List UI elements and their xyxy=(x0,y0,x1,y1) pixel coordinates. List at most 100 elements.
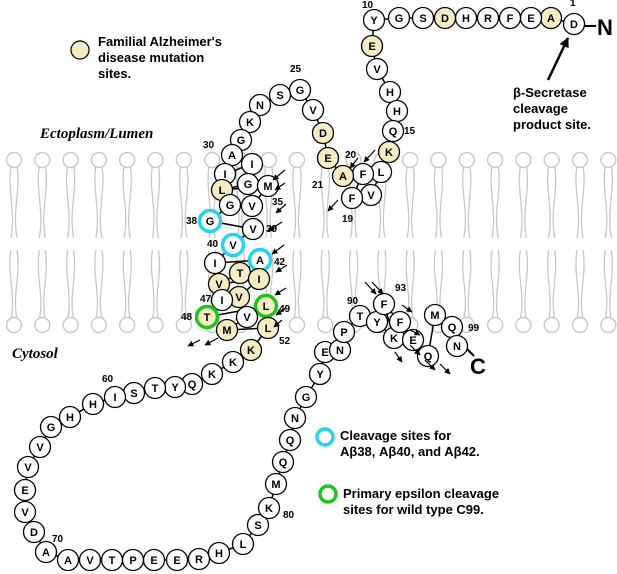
residue-circle xyxy=(271,450,295,474)
cleavage-arrow xyxy=(273,319,283,328)
residue-circle xyxy=(360,34,384,58)
residue-circle xyxy=(78,548,102,572)
residue-89: P xyxy=(332,320,356,344)
lipid-molecule xyxy=(147,151,164,334)
cleavage-arrow xyxy=(267,221,283,232)
residue-41: I xyxy=(203,251,227,275)
residue-69: A xyxy=(34,540,58,564)
lipid-molecule xyxy=(288,151,306,334)
residue-number-40: 40 xyxy=(207,239,219,250)
residue-78: L xyxy=(231,532,255,556)
residue-37: G xyxy=(218,193,242,217)
residue-circle xyxy=(246,513,270,537)
residue-circle xyxy=(256,316,280,340)
residue-letter: T xyxy=(204,312,211,324)
residue-letter: N xyxy=(453,341,461,353)
residue-letter: Q xyxy=(188,379,197,391)
lipid-molecule xyxy=(543,151,560,334)
residue-letter: V xyxy=(235,292,243,304)
residue-circle xyxy=(372,292,396,316)
residue-letter: I xyxy=(250,159,253,171)
residue-circle xyxy=(498,6,522,30)
cleavage-arrow xyxy=(409,344,421,356)
legend-fad-line2: disease mutation xyxy=(98,50,204,65)
residue-letter: V xyxy=(248,201,256,213)
residue-letter: P xyxy=(340,327,347,339)
residue-57: Y xyxy=(163,375,187,399)
residue-letter: E xyxy=(21,485,28,497)
residue-circle xyxy=(235,305,259,329)
residue-letter: I xyxy=(220,295,223,307)
residue-circle xyxy=(165,548,189,572)
residue-27: N xyxy=(248,93,272,117)
residue-letter: T xyxy=(237,268,244,280)
lipid-molecule xyxy=(515,151,532,334)
residue-93: F xyxy=(372,292,396,316)
residue-letter: M xyxy=(222,325,231,337)
residue-79: S xyxy=(246,513,270,537)
residue-51: M xyxy=(215,318,239,342)
residue-72: T xyxy=(100,548,124,572)
residue-33: G xyxy=(236,172,260,196)
residue-98: Q xyxy=(440,315,464,339)
lipid-molecule xyxy=(175,151,193,334)
residue-letter: L xyxy=(378,167,385,179)
residue-20: F xyxy=(351,162,375,186)
cleavage-arrow xyxy=(272,169,286,181)
residue-66: E xyxy=(13,478,37,502)
legend-beta-line2: cleavage xyxy=(513,101,568,116)
residue-circle xyxy=(377,140,401,164)
residue-number-93: 93 xyxy=(395,283,407,294)
lipid-molecule xyxy=(118,151,136,334)
legend-cyan: Cleavage sites for Aβ38, Aβ40, and Aβ42. xyxy=(315,427,480,459)
residue-circle xyxy=(210,288,234,312)
residue-47: I xyxy=(210,288,234,312)
residue-circle xyxy=(239,338,263,362)
residue-circle xyxy=(248,93,272,117)
residue-4: F xyxy=(498,6,522,30)
residue-55: K xyxy=(200,362,224,386)
residue-19: F xyxy=(340,186,364,210)
cleavage-arrow xyxy=(327,199,339,212)
residue-letter: G xyxy=(206,216,215,228)
residue-letter: Q xyxy=(424,351,433,363)
residue-circle xyxy=(28,435,52,459)
residue-circle xyxy=(445,334,469,358)
residue-85: G xyxy=(294,385,318,409)
residue-circle xyxy=(231,532,255,556)
residue-letter: K xyxy=(390,333,398,345)
cleavage-arrow xyxy=(439,363,451,375)
lipid-molecule xyxy=(34,151,51,334)
residue-circle xyxy=(215,318,239,342)
residue-circle xyxy=(278,428,302,452)
residue-letter: Q xyxy=(389,126,398,138)
residue-letter: N xyxy=(256,100,264,112)
residue-letter: I xyxy=(223,169,226,181)
residue-number-20: 20 xyxy=(345,150,357,161)
residue-number-38: 38 xyxy=(186,216,198,227)
residue-number-21: 21 xyxy=(312,180,324,191)
residue-97: M xyxy=(423,303,447,327)
residue-26: S xyxy=(268,83,292,107)
lipid-molecule xyxy=(402,151,419,334)
residue-letter: Q xyxy=(286,435,295,447)
legend-beta-line3: product site. xyxy=(513,117,591,132)
residue-letter: G xyxy=(47,422,56,434)
residue-49: L xyxy=(253,293,279,319)
residue-letter: H xyxy=(215,548,223,560)
residue-letter: H xyxy=(386,87,394,99)
residue-63: G xyxy=(39,415,63,439)
residue-number-10: 10 xyxy=(362,0,374,11)
residue-letter: D xyxy=(30,527,38,539)
residue-number-47: 47 xyxy=(200,294,212,305)
residue-58: T xyxy=(143,376,167,400)
residue-letter: V xyxy=(24,462,32,474)
residue-circle xyxy=(220,232,246,258)
residue-23: D xyxy=(311,121,335,145)
residue-number-52: 52 xyxy=(279,336,291,347)
residue-16: K xyxy=(377,140,401,164)
residue-73: P xyxy=(121,548,145,572)
residue-letter: S xyxy=(254,520,261,532)
residue-circle xyxy=(423,303,447,327)
